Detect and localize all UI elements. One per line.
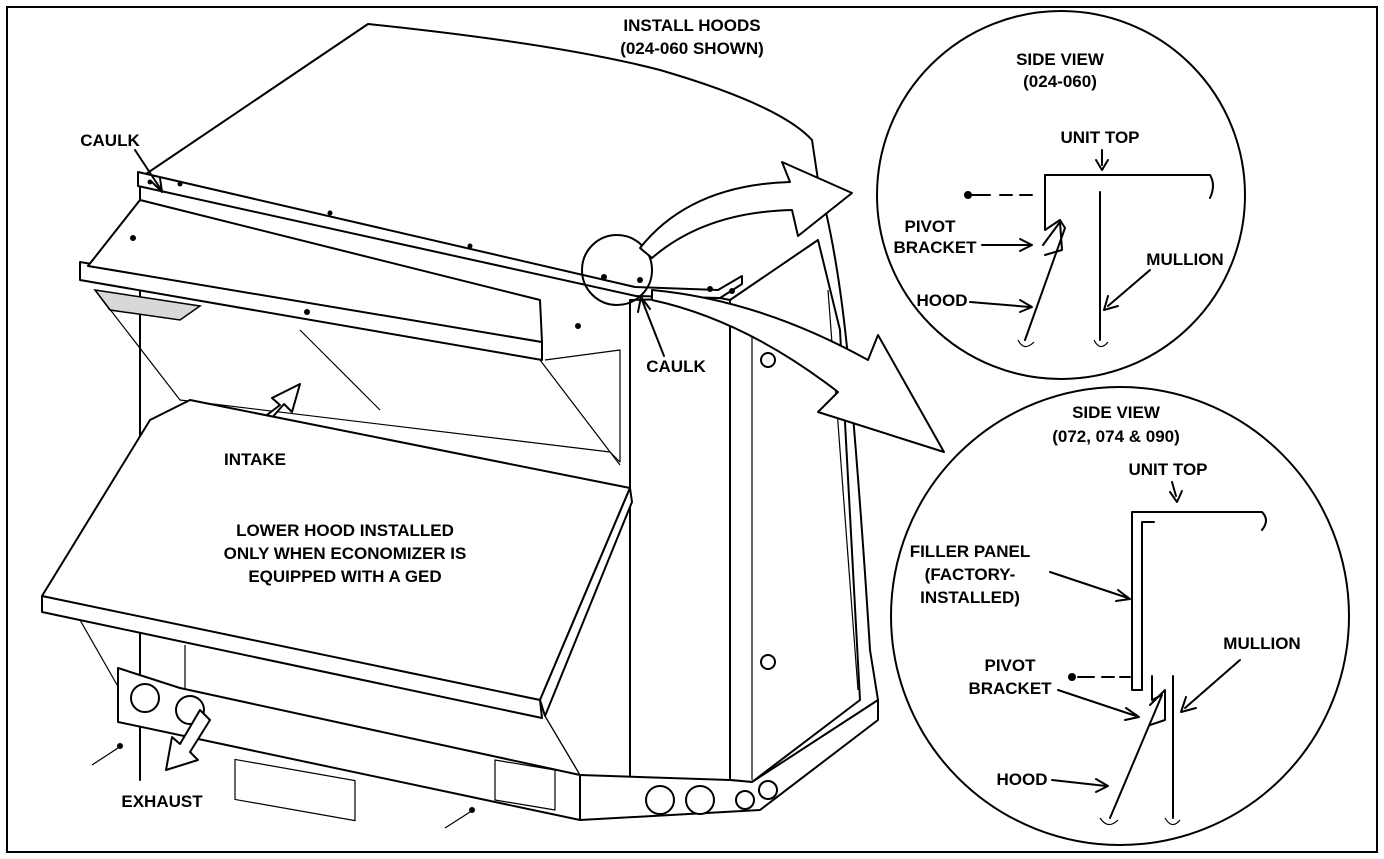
detail-top-unit-top: UNIT TOP <box>1060 128 1139 147</box>
detail-bottom: SIDE VIEW (072, 074 & 090) UNIT TOP FILL… <box>890 386 1350 846</box>
exhaust-arrow <box>165 709 211 771</box>
detail-bottom-filler-2: (FACTORY- <box>925 565 1016 584</box>
lower-hood-note-3: EQUIPPED WITH A GED <box>248 567 441 586</box>
detail-bottom-unit-top: UNIT TOP <box>1128 460 1207 479</box>
detail-bottom-title-1: SIDE VIEW <box>1072 403 1161 422</box>
upper-hood-cover <box>87 199 543 343</box>
diagram-title-2: (024-060 SHOWN) <box>620 39 764 58</box>
detail-bottom-title-2: (072, 074 & 090) <box>1052 427 1180 446</box>
detail-top-title-2: (024-060) <box>1023 72 1097 91</box>
detail-top-circle <box>876 10 1246 380</box>
detail-bottom-filler-1: FILLER PANEL <box>910 542 1031 561</box>
rooftop-unit <box>41 23 879 829</box>
detail-top-pivot-2: BRACKET <box>893 238 977 257</box>
detail-bottom-hood: HOOD <box>997 770 1048 789</box>
intake-opening <box>94 289 621 463</box>
lower-hood-note-1: LOWER HOOD INSTALLED <box>236 521 454 540</box>
diagram-title-1: INSTALL HOODS <box>623 16 760 35</box>
lower-hood-lip-right <box>539 487 633 717</box>
arrow-to-detail-bottom <box>651 289 945 453</box>
diagram-frame <box>6 6 1378 853</box>
exhaust-label: EXHAUST <box>121 792 203 811</box>
detail-top-title-1: SIDE VIEW <box>1016 50 1105 69</box>
unit-top-panel <box>139 23 819 181</box>
detail-top-pivot-1: PIVOT <box>904 217 956 236</box>
detail-top-mullion: MULLION <box>1146 250 1223 269</box>
lower-hood-lip <box>41 595 543 719</box>
lower-hood-note-2: ONLY WHEN ECONOMIZER IS <box>224 544 467 563</box>
arrow-to-detail-top <box>639 161 853 259</box>
detail-callout-circle <box>581 234 653 306</box>
detail-top: SIDE VIEW (024-060) UNIT TOP PIVOT BRACK… <box>876 10 1246 380</box>
top-rail <box>137 171 743 299</box>
detail-bottom-pivot-2: BRACKET <box>968 679 1052 698</box>
detail-bottom-pivot-1: PIVOT <box>984 656 1036 675</box>
caulk-side-label: CAULK <box>646 357 706 376</box>
detail-bottom-filler-3: INSTALLED) <box>920 588 1020 607</box>
detail-bottom-mullion: MULLION <box>1223 634 1300 653</box>
caulk-top-label: CAULK <box>80 131 140 150</box>
detail-bottom-circle <box>890 386 1350 846</box>
detail-top-hood: HOOD <box>917 291 968 310</box>
intake-label: INTAKE <box>224 450 286 469</box>
